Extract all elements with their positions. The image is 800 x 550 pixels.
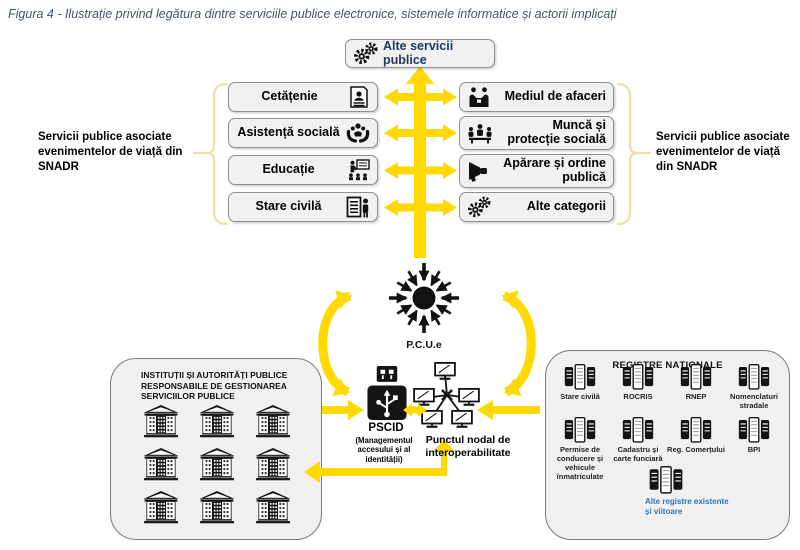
register-label: Nomenclaturi stradale xyxy=(730,392,778,410)
service-box-educatie: Educație xyxy=(228,155,378,185)
registers-grid: Stare civilă ROCRIS RNEP Nomenclaturi st… xyxy=(551,364,783,481)
megaphone-icon xyxy=(469,162,487,182)
building-icon xyxy=(198,448,236,481)
service-box-alte-categorii: Alte categorii xyxy=(459,192,614,222)
gears-icon xyxy=(467,196,491,218)
register-item: Nomenclaturi stradale xyxy=(725,364,783,410)
service-box-alte-servicii: Alte servicii publice xyxy=(345,39,495,68)
network-monitors-icon xyxy=(413,362,480,428)
building-icon xyxy=(254,405,292,438)
building-icon xyxy=(254,491,292,524)
hub-starburst-icon xyxy=(389,263,459,333)
register-label: RNEP xyxy=(685,392,707,401)
service-label: Alte categorii xyxy=(526,199,606,214)
building-icon xyxy=(198,405,236,438)
register-item: ROCRIS xyxy=(609,364,667,410)
institutions-to-pscid-arrow xyxy=(322,400,364,420)
education-presentation-icon xyxy=(349,159,370,181)
work-meeting-icon xyxy=(468,124,492,144)
left-curved-arrow xyxy=(318,290,353,397)
register-item: RNEP xyxy=(667,364,725,410)
service-label: Educație xyxy=(262,162,315,177)
institutions-panel-title: INSTITUȚII ȘI AUTORITĂȚI PUBLICE RESPONS… xyxy=(141,370,288,402)
database-servers-icon xyxy=(564,364,596,390)
usb-identity-icon xyxy=(367,366,407,420)
right-note: Servicii publice asociate evenimentelor … xyxy=(656,131,790,173)
service-label: Stare civilă xyxy=(255,199,322,214)
service-box-asistenta-sociala: Asistență socială xyxy=(228,118,378,148)
building-icon xyxy=(142,491,180,524)
database-servers-icon xyxy=(680,417,712,443)
business-people-icon xyxy=(469,87,489,107)
trunk-arrow xyxy=(406,66,434,258)
service-box-mediul-afaceri: Mediul de afaceri xyxy=(459,82,614,112)
register-label: Stare civilă xyxy=(560,392,600,401)
gears-icon xyxy=(353,42,378,65)
branch-arrow-row3 xyxy=(384,162,457,179)
pscid-label: PSCID xyxy=(368,422,404,434)
database-servers-icon xyxy=(649,466,683,494)
service-label: Mediul de afaceri xyxy=(504,89,606,104)
register-item-special: Alte registre existente și viitoare xyxy=(645,466,729,516)
institutions-panel: INSTITUȚII ȘI AUTORITĂȚI PUBLICE RESPONS… xyxy=(110,358,322,540)
register-item: Permise de conducere și vehicule înmatri… xyxy=(551,417,609,481)
figure-title: Figura 4 - Ilustrație privind legătura d… xyxy=(8,7,617,21)
service-label: Alte servicii publice xyxy=(383,38,454,67)
left-note: Servicii publice asociate evenimentelor … xyxy=(38,131,183,173)
branch-arrow-row1 xyxy=(384,88,457,106)
register-label: Reg. Comerțului xyxy=(667,445,725,454)
register-item: Stare civilă xyxy=(551,364,609,410)
citizen-document-icon xyxy=(350,86,368,108)
register-special-label: Alte registre existente și viitoare xyxy=(645,497,729,516)
civil-status-list-icon xyxy=(346,196,369,218)
right-curved-arrow xyxy=(501,290,536,397)
register-item: Reg. Comerțului xyxy=(667,417,725,481)
service-box-munca-protectie: Muncă și protecție socială xyxy=(459,116,614,150)
registers-panel-title: REGISTRE NAȚIONALE xyxy=(612,360,723,371)
hub-label: P.C.U.e xyxy=(406,339,442,351)
register-label: BPI xyxy=(747,445,761,454)
register-label: Permise de conducere și vehicule înmatri… xyxy=(556,445,604,481)
database-servers-icon xyxy=(738,364,770,390)
register-item: BPI xyxy=(725,417,783,481)
service-box-cetatenie: Cetățenie xyxy=(228,82,378,112)
service-label: Muncă și protecție socială xyxy=(507,118,606,146)
database-servers-icon xyxy=(622,417,654,443)
right-brace xyxy=(616,82,651,226)
branch-arrow-row4 xyxy=(384,199,457,216)
building-icon xyxy=(142,405,180,438)
building-icon xyxy=(142,448,180,481)
branch-arrow-row2 xyxy=(384,124,457,142)
building-icon xyxy=(254,448,292,481)
caring-hands-icon xyxy=(346,123,370,143)
institutions-buildings-grid xyxy=(133,405,301,524)
register-label: Cadastru și carte funciară xyxy=(613,445,663,463)
database-servers-icon xyxy=(564,417,596,443)
service-label: Apărare și ordine publică xyxy=(503,156,606,184)
service-label: Asistență socială xyxy=(237,125,340,140)
service-label: Cetățenie xyxy=(261,89,318,104)
database-servers-icon xyxy=(738,417,770,443)
register-item: Cadastru și carte funciară xyxy=(609,417,667,481)
database-servers-icon xyxy=(622,364,654,390)
register-label: ROCRIS xyxy=(623,392,653,401)
nodal-label: Punctul nodal de interoperabilitate xyxy=(425,434,511,459)
service-box-stare-civila: Stare civilă xyxy=(228,192,378,222)
database-servers-icon xyxy=(680,364,712,390)
service-box-aparare-ordine: Apărare și ordine publică xyxy=(459,154,614,188)
building-icon xyxy=(198,491,236,524)
